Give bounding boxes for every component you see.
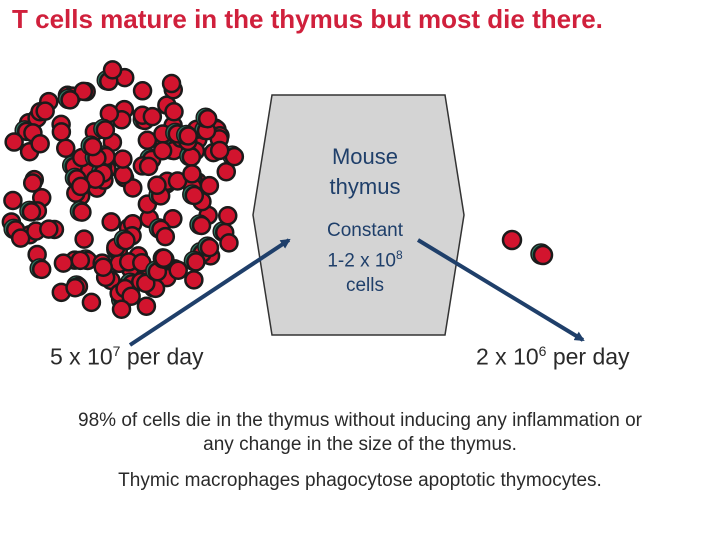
output-rate-suffix: per day [546, 344, 629, 370]
cell [20, 201, 40, 220]
cell-count-line2: 1-2 x 108 [270, 243, 460, 273]
cell [157, 228, 174, 245]
cell [183, 165, 200, 182]
cell [531, 244, 552, 264]
cell [70, 202, 90, 221]
cell-count-label: Constant 1-2 x 108 cells [270, 218, 460, 298]
cell-count-base: 1-2 x 10 [327, 250, 396, 271]
cell [211, 142, 228, 159]
cell [59, 89, 79, 108]
cell [114, 230, 134, 249]
cell [134, 82, 151, 99]
cell [94, 119, 114, 138]
cell [76, 231, 93, 248]
note-line-1: 98% of cells die in the thymus without i… [10, 409, 710, 433]
cell [144, 108, 161, 125]
cell [163, 75, 180, 92]
cell [201, 177, 218, 194]
cell [115, 166, 132, 183]
cell [53, 123, 70, 140]
cell [72, 178, 89, 195]
output-rate-label: 2 x 106 per day [476, 343, 630, 371]
thymus-label: Mouse thymus [270, 142, 460, 202]
cell [30, 259, 50, 278]
cell [113, 301, 130, 318]
cell [148, 177, 165, 194]
cell-count-exponent: 8 [396, 248, 403, 262]
cell [198, 237, 218, 256]
input-rate-label: 5 x 107 per day [50, 343, 204, 371]
input-rate-suffix: per day [120, 344, 203, 370]
cell [32, 135, 49, 152]
cell [83, 294, 100, 311]
cell [37, 103, 54, 120]
input-rate-base: 5 x 10 [50, 344, 113, 370]
cell [154, 142, 171, 159]
cell [190, 215, 210, 234]
cell [219, 207, 236, 224]
cell [103, 213, 120, 230]
cell [503, 231, 521, 249]
thymus-label-line2: thymus [270, 172, 460, 202]
cell [4, 192, 21, 209]
cell [196, 108, 216, 127]
exported-cells [503, 231, 552, 264]
cell [140, 158, 157, 175]
cell [55, 255, 72, 272]
cell [95, 259, 112, 276]
cell [185, 271, 202, 288]
cell [220, 234, 237, 251]
cell-count-line3: cells [270, 273, 460, 298]
note-line-3: Thymic macrophages phagocytose apoptotic… [10, 469, 710, 493]
cell [138, 298, 155, 315]
cell [57, 140, 74, 157]
thymus-label-line1: Mouse [270, 142, 460, 172]
cell [6, 134, 23, 151]
cell-count-line1: Constant [270, 218, 460, 243]
output-rate-base: 2 x 10 [476, 344, 539, 370]
cell [81, 136, 101, 155]
cell [72, 252, 89, 269]
cell [183, 185, 203, 204]
precursor-cell-cluster [3, 61, 243, 317]
cell [104, 61, 121, 78]
cell [40, 221, 57, 238]
cell [166, 103, 183, 120]
cell [114, 151, 131, 168]
note-line-2: any change in the size of the thymus. [10, 433, 710, 457]
cell [67, 279, 84, 296]
thymus-box [253, 95, 464, 335]
cell [177, 125, 197, 144]
cell [155, 250, 172, 267]
